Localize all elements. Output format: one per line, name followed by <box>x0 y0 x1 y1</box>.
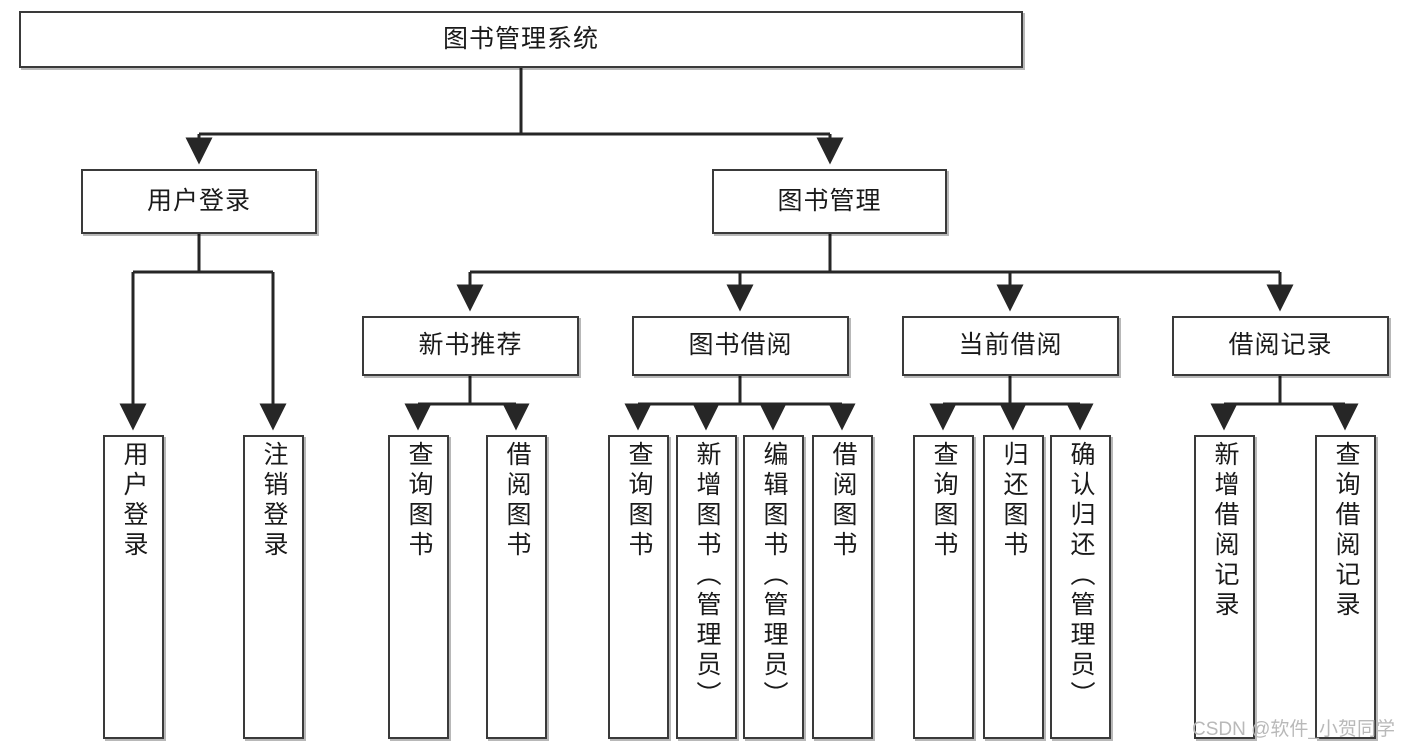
node-leaf-confirm-return-label: 确认归还（管理员） <box>1067 441 1095 711</box>
node-leaf-logout-login[interactable]: 注销登录 <box>243 435 304 739</box>
node-leaf-borrow-book-1-label: 借阅图书 <box>503 441 531 561</box>
watermark-text: CSDN @软件_小贺同学 <box>1192 719 1395 740</box>
node-leaf-borrow-book-2-label: 借阅图书 <box>829 441 857 561</box>
node-book-manage-label: 图书管理 <box>777 186 882 215</box>
node-leaf-return-book[interactable]: 归还图书 <box>983 435 1044 739</box>
node-user-login-label: 用户登录 <box>146 186 251 215</box>
node-user-login[interactable]: 用户登录 <box>81 169 317 234</box>
node-leaf-query-book-2[interactable]: 查询图书 <box>608 435 669 739</box>
node-borrow-record[interactable]: 借阅记录 <box>1172 316 1389 376</box>
node-leaf-add-record-label: 新增借阅记录 <box>1211 441 1239 621</box>
node-leaf-user-login[interactable]: 用户登录 <box>103 435 164 739</box>
node-leaf-borrow-book-1[interactable]: 借阅图书 <box>486 435 547 739</box>
node-new-book-recommend[interactable]: 新书推荐 <box>362 316 579 376</box>
node-leaf-add-book-label: 新增图书（管理员） <box>693 441 721 711</box>
node-leaf-query-book-3-label: 查询图书 <box>930 441 958 561</box>
node-leaf-query-book-1-label: 查询图书 <box>405 441 433 561</box>
node-root-label: 图书管理系统 <box>442 24 599 53</box>
node-borrow-record-label: 借阅记录 <box>1228 331 1333 360</box>
node-leaf-confirm-return[interactable]: 确认归还（管理员） <box>1050 435 1111 739</box>
node-leaf-query-book-2-label: 查询图书 <box>625 441 653 561</box>
node-leaf-query-book-1[interactable]: 查询图书 <box>388 435 449 739</box>
node-book-borrow-label: 图书借阅 <box>688 331 793 360</box>
node-leaf-query-record-label: 查询借阅记录 <box>1332 441 1360 621</box>
node-leaf-user-login-label: 用户登录 <box>120 441 148 561</box>
node-leaf-query-book-3[interactable]: 查询图书 <box>913 435 974 739</box>
node-leaf-return-book-label: 归还图书 <box>1000 441 1028 561</box>
node-leaf-add-book[interactable]: 新增图书（管理员） <box>676 435 737 739</box>
node-leaf-borrow-book-2[interactable]: 借阅图书 <box>812 435 873 739</box>
node-leaf-edit-book-label: 编辑图书（管理员） <box>760 441 788 711</box>
node-new-book-recommend-label: 新书推荐 <box>418 331 523 360</box>
node-book-manage[interactable]: 图书管理 <box>712 169 947 234</box>
node-leaf-query-record[interactable]: 查询借阅记录 <box>1315 435 1376 739</box>
node-current-borrow[interactable]: 当前借阅 <box>902 316 1119 376</box>
node-leaf-logout-login-label: 注销登录 <box>260 441 288 561</box>
node-book-borrow[interactable]: 图书借阅 <box>632 316 849 376</box>
node-current-borrow-label: 当前借阅 <box>958 331 1063 360</box>
node-root[interactable]: 图书管理系统 <box>19 11 1023 68</box>
node-leaf-add-record[interactable]: 新增借阅记录 <box>1194 435 1255 739</box>
node-leaf-edit-book[interactable]: 编辑图书（管理员） <box>743 435 804 739</box>
